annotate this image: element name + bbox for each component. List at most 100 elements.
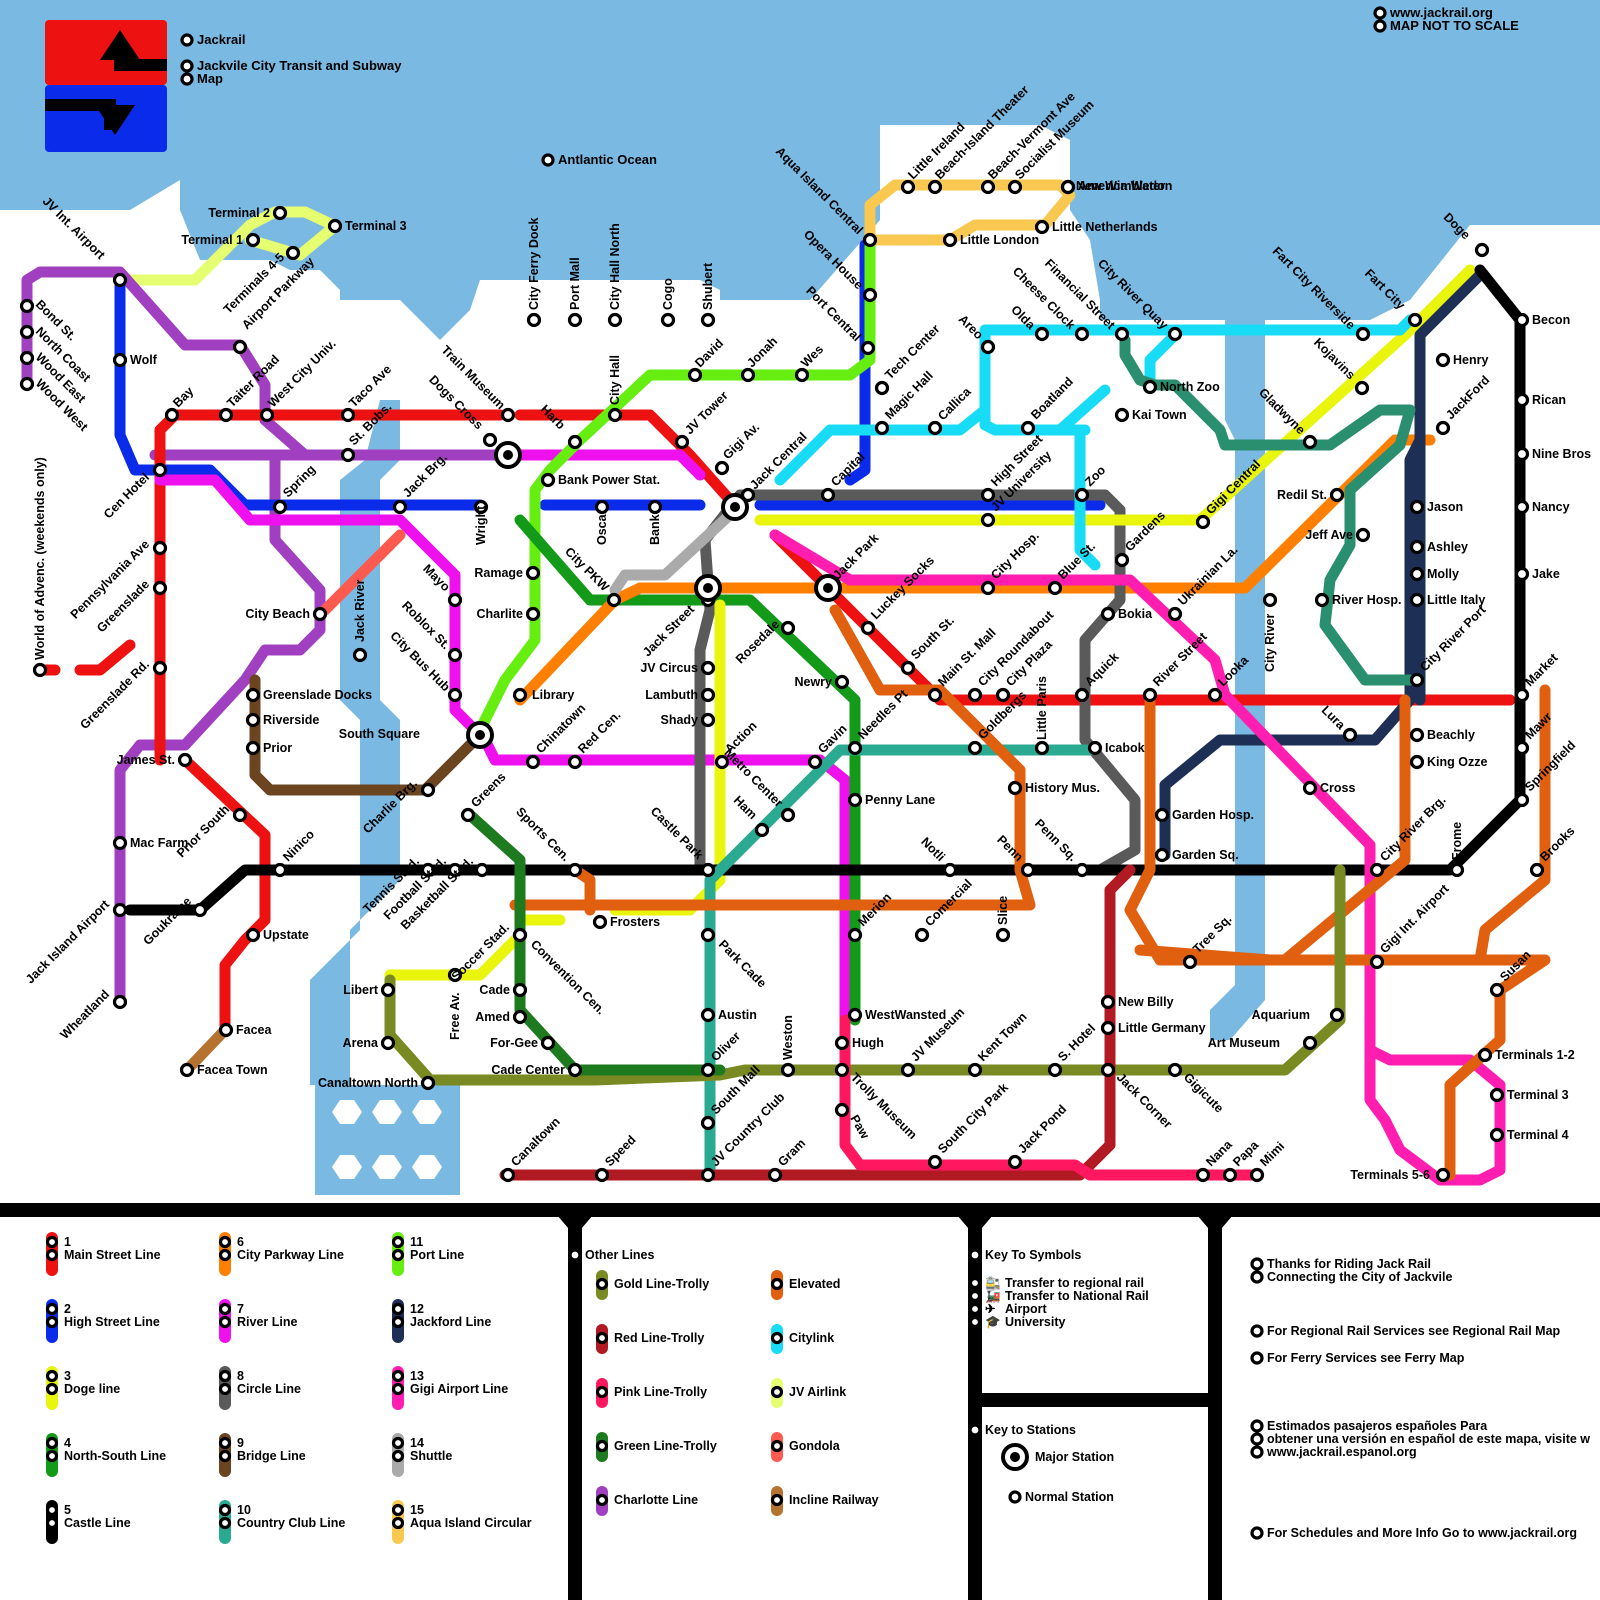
station-jason[interactable] (1409, 499, 1425, 515)
station-westwansted[interactable] (847, 1007, 863, 1023)
station-hugh[interactable] (834, 1035, 850, 1051)
station-aquick[interactable] (1074, 687, 1090, 703)
station-city-beach[interactable] (312, 606, 328, 622)
station-jack-pond[interactable] (1007, 1154, 1023, 1170)
station-lura[interactable] (1342, 727, 1358, 743)
station-city-pkw[interactable] (606, 592, 622, 608)
station-cade[interactable] (512, 982, 528, 998)
station-terminal-3[interactable] (1489, 1087, 1505, 1103)
station-newry[interactable] (834, 674, 850, 690)
station-north-coast[interactable] (19, 324, 35, 340)
station-city-hosp[interactable] (980, 580, 996, 596)
station-luckey-socks[interactable] (860, 620, 876, 636)
station-facea-town[interactable] (179, 1062, 195, 1078)
station-jonah[interactable] (740, 367, 756, 383)
station-taco-ave[interactable] (340, 407, 356, 423)
station-terminals-1-2[interactable] (1477, 1047, 1493, 1063)
station-fart-city[interactable] (1407, 312, 1423, 328)
station-wes[interactable] (794, 367, 810, 383)
station-history-mus[interactable] (1007, 780, 1023, 796)
station-little-london[interactable] (942, 232, 958, 248)
station-blue-st[interactable] (1047, 580, 1063, 596)
station-charlite[interactable] (525, 606, 541, 622)
station-tree-sq[interactable] (1182, 954, 1198, 970)
station-gardens[interactable] (1114, 552, 1130, 568)
station-needles-pt[interactable] (847, 740, 863, 756)
station-cade-center[interactable] (567, 1062, 583, 1078)
station-beachly[interactable] (1409, 727, 1425, 743)
station-art-museum[interactable] (1302, 1035, 1318, 1051)
station-springfield[interactable] (1514, 792, 1530, 808)
station-comercial[interactable] (914, 927, 930, 943)
station-shubert[interactable] (700, 312, 716, 328)
station-looka[interactable] (1207, 687, 1223, 703)
station-little-netherlands[interactable] (1034, 219, 1050, 235)
station-ashley[interactable] (1409, 539, 1425, 555)
station-cen-hotel[interactable] (152, 462, 168, 478)
station-dogs-cross[interactable] (482, 432, 498, 448)
station-slice[interactable] (995, 927, 1011, 943)
station-james-st[interactable] (177, 752, 193, 768)
station-terminal-1[interactable] (245, 232, 261, 248)
station-goldbergs[interactable] (967, 740, 983, 756)
station-nana[interactable] (1195, 1167, 1211, 1183)
station-gigicute[interactable] (1167, 1062, 1183, 1078)
station-free-av[interactable] (447, 967, 463, 983)
station-city-river-brg[interactable] (1369, 862, 1385, 878)
station-red-cen[interactable] (567, 754, 583, 770)
station-city-hall[interactable] (607, 407, 623, 423)
station-terminal-4[interactable] (1489, 1127, 1505, 1143)
station-brooks[interactable] (1529, 862, 1545, 878)
station-river-street[interactable] (1142, 687, 1158, 703)
station-bokia[interactable] (1100, 606, 1116, 622)
station-weston[interactable] (780, 1062, 796, 1078)
station-merion[interactable] (847, 927, 863, 943)
station-airport-parkway[interactable] (232, 339, 248, 355)
station-city-roundabout[interactable] (967, 687, 983, 703)
station-main-st-mall[interactable] (927, 687, 943, 703)
station-sports-cen[interactable] (567, 862, 583, 878)
station-kent-town[interactable] (967, 1062, 983, 1078)
station-jv-int-airport[interactable] (112, 272, 128, 288)
station-olda[interactable] (1034, 326, 1050, 342)
station-paw[interactable] (834, 1102, 850, 1118)
station-taiter-road[interactable] (218, 407, 234, 423)
station-callica[interactable] (927, 420, 943, 436)
station-cogo[interactable] (660, 312, 676, 328)
station-icabok[interactable] (1087, 740, 1103, 756)
station-castle-park[interactable] (700, 862, 716, 878)
station-city-ferry-dock[interactable] (526, 312, 542, 328)
station-ham[interactable] (754, 822, 770, 838)
station-wheatland[interactable] (112, 994, 128, 1010)
station-riverside[interactable] (245, 712, 261, 728)
station-ninico[interactable] (272, 862, 288, 878)
station-garden-sq[interactable] (1154, 847, 1170, 863)
station-harb[interactable] (567, 434, 583, 450)
station-america-water[interactable] (1060, 179, 1076, 195)
station-prior-south[interactable] (232, 807, 248, 823)
station-libert[interactable] (380, 982, 396, 998)
station-frome[interactable] (1449, 862, 1465, 878)
station-nancy[interactable] (1514, 499, 1530, 515)
station-wright[interactable] (473, 499, 489, 515)
station-s-hotel[interactable] (1047, 1062, 1063, 1078)
station-papa[interactable] (1222, 1167, 1238, 1183)
station-wood-west[interactable] (19, 376, 35, 392)
station-king-ozze[interactable] (1409, 754, 1425, 770)
station-bond-st[interactable] (19, 298, 35, 314)
station-cheese-clock[interactable] (1074, 326, 1090, 342)
station-gladwyne[interactable] (1302, 434, 1318, 450)
station-susan[interactable] (1489, 982, 1505, 998)
station-jv-tower[interactable] (674, 434, 690, 450)
station-henry[interactable] (1435, 352, 1451, 368)
station-jack-river[interactable] (352, 647, 368, 663)
station-world-of-advenc-weekends-only[interactable] (32, 662, 48, 678)
station-cross[interactable] (1302, 780, 1318, 796)
station-penn-sq[interactable] (1074, 862, 1090, 878)
station-fart-city-riverside[interactable] (1355, 326, 1371, 342)
station-jv-country-club[interactable] (700, 1167, 716, 1183)
station-zoo[interactable] (1074, 487, 1090, 503)
station-lambuth[interactable] (700, 687, 716, 703)
station-ukrainian-la[interactable] (1167, 606, 1183, 622)
station-pennsylvania-ave[interactable] (152, 540, 168, 556)
